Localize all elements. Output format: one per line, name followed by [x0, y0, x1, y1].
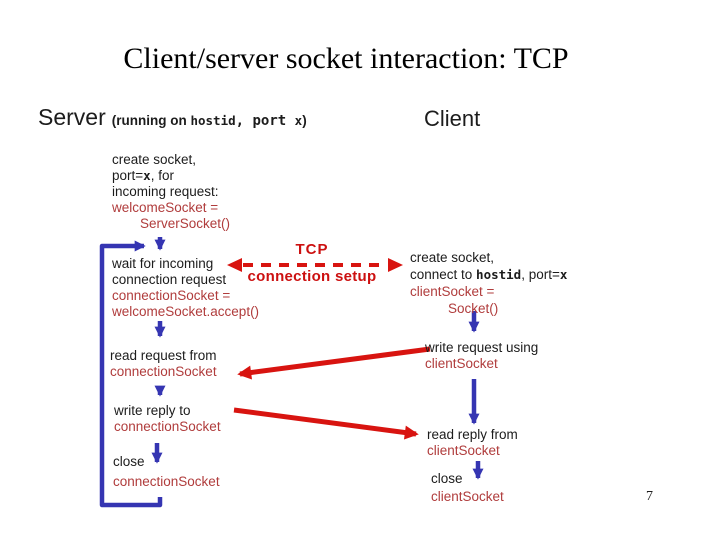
server-header: Server (running on hostid, port x): [38, 104, 307, 131]
request-arrow: [237, 346, 431, 380]
tcp-label-line1: TCP: [295, 241, 329, 258]
slide-title: Client/server socket interaction: TCP: [123, 42, 569, 75]
client-header: Client: [424, 106, 481, 131]
reply-arrow: [233, 407, 419, 440]
server-label: Server: [38, 104, 106, 130]
server-header-detail: (running on hostid, port x): [111, 113, 307, 129]
page-number: 7: [646, 489, 653, 504]
tcp-label-line2: connection setup: [247, 268, 377, 285]
